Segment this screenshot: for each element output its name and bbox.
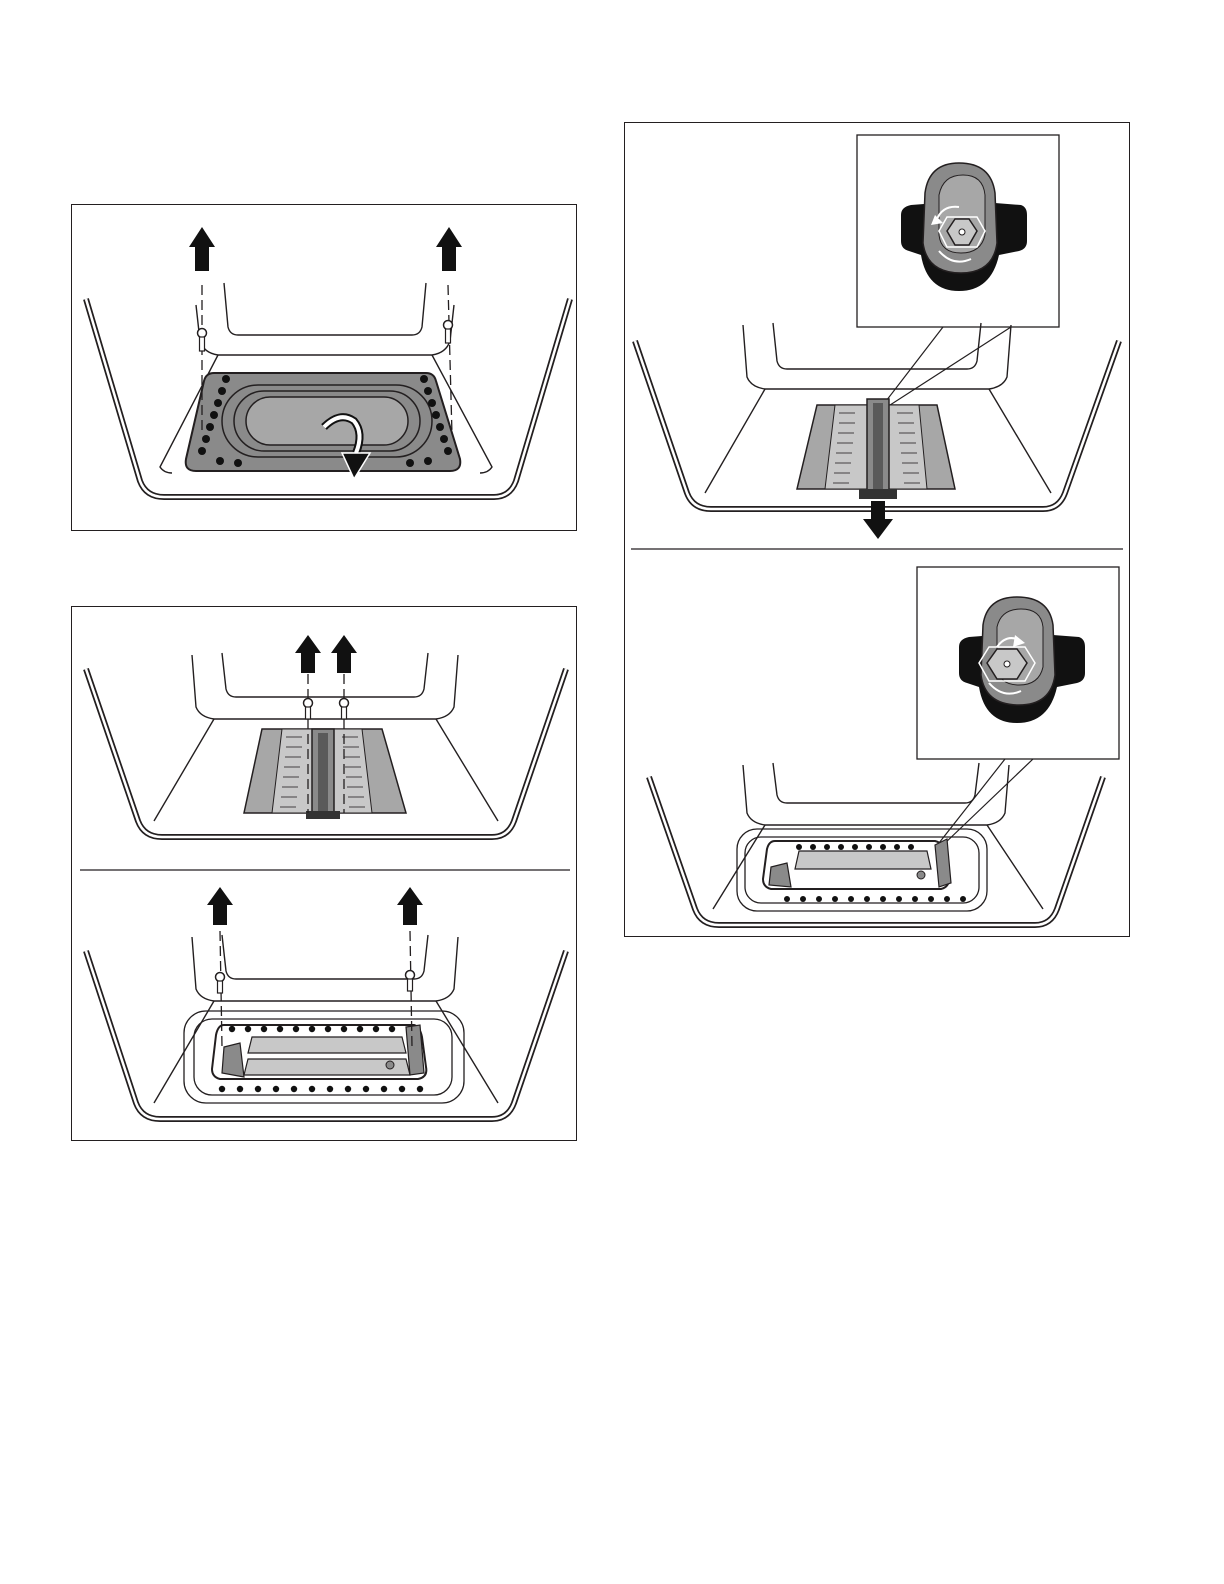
bake-element-icon xyxy=(797,399,955,499)
bake-element-icon xyxy=(184,1011,464,1103)
oven-cavity-icon xyxy=(72,205,578,532)
illustration-remove-element-cover xyxy=(71,606,577,1141)
arrow-up-icon xyxy=(189,227,215,271)
bake-element-icon xyxy=(737,829,987,911)
hex-nut-detail-icon xyxy=(857,135,1059,407)
heating-element-cover-icon xyxy=(244,729,406,819)
bottom-cover-plate-icon xyxy=(186,373,461,471)
oven-cavity-icon xyxy=(625,123,1131,938)
arrow-up-icon xyxy=(295,635,357,673)
oven-cavity-icon xyxy=(72,607,578,1142)
illustration-disconnect-element xyxy=(624,122,1130,937)
arrow-up-icon xyxy=(207,887,423,925)
illustration-remove-bottom-cover xyxy=(71,204,577,531)
arrow-up-icon xyxy=(436,227,462,271)
